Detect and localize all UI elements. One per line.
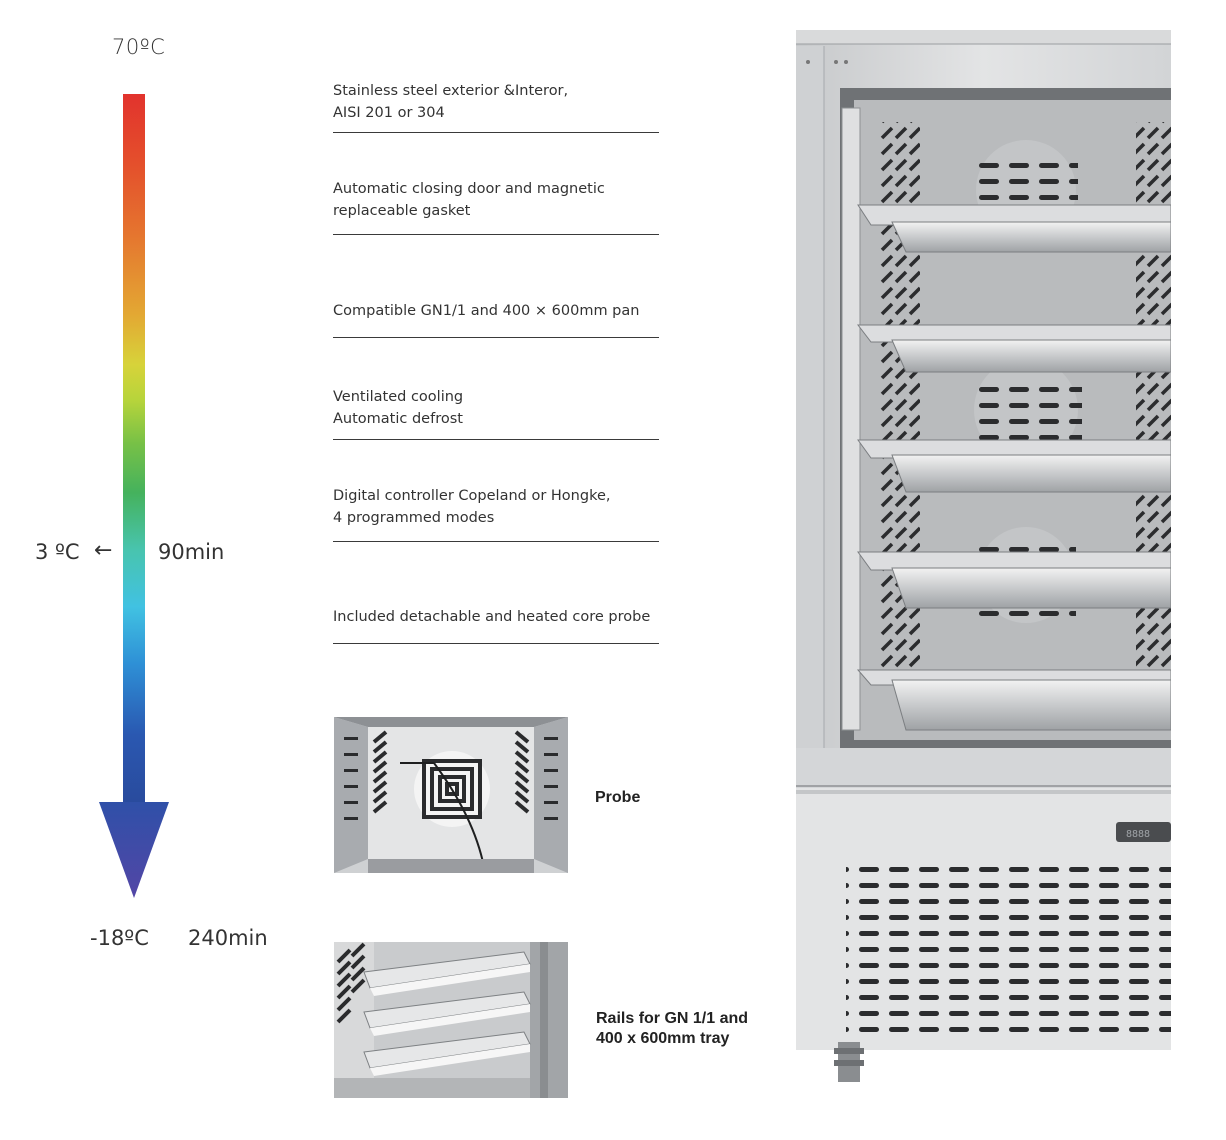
feature-item: Included detachable and heated core prob… [333,590,659,644]
feature-text: Included detachable and heated core prob… [333,608,651,625]
top-temperature: 70ºC [112,35,166,59]
probe-caption: Probe [595,789,641,806]
feature-text: Ventilated cooling Automatic defrost [333,388,464,427]
blast-chiller-photo: 8888 [796,30,1171,1082]
cooling-time: 90min [158,540,225,564]
temperature-gradient-bar [123,94,145,806]
freezing-time: 240min [188,926,268,950]
left-arrow-icon: ← [94,538,113,563]
freezing-target-temperature: -18ºC [90,926,149,950]
down-arrow-icon [99,802,169,898]
probe-photo [334,717,568,873]
cooling-target-temperature: 3 ºC [35,540,80,564]
feature-item: Compatible GN1/1 and 400 × 600mm pan [333,285,659,338]
rails-photo [334,942,568,1098]
rails-caption: Rails for GN 1/1 and 400 x 600mm tray [596,1010,749,1047]
feature-item: Automatic closing door and magnetic repl… [333,166,659,235]
feature-text: Stainless steel exterior &Interor, AISI … [333,83,569,121]
feature-item: Ventilated cooling Automatic defrost [333,376,659,440]
feature-item: Digital controller Copeland or Hongke, 4… [333,473,659,542]
feature-text: Digital controller Copeland or Hongke, 4… [333,488,611,526]
feature-text: Compatible GN1/1 and 400 × 600mm pan [333,303,640,319]
controller-display: 8888 [1126,829,1150,840]
feature-text: Automatic closing door and magnetic repl… [333,181,605,219]
feature-item: Stainless steel exterior &Interor, AISI … [333,72,659,133]
